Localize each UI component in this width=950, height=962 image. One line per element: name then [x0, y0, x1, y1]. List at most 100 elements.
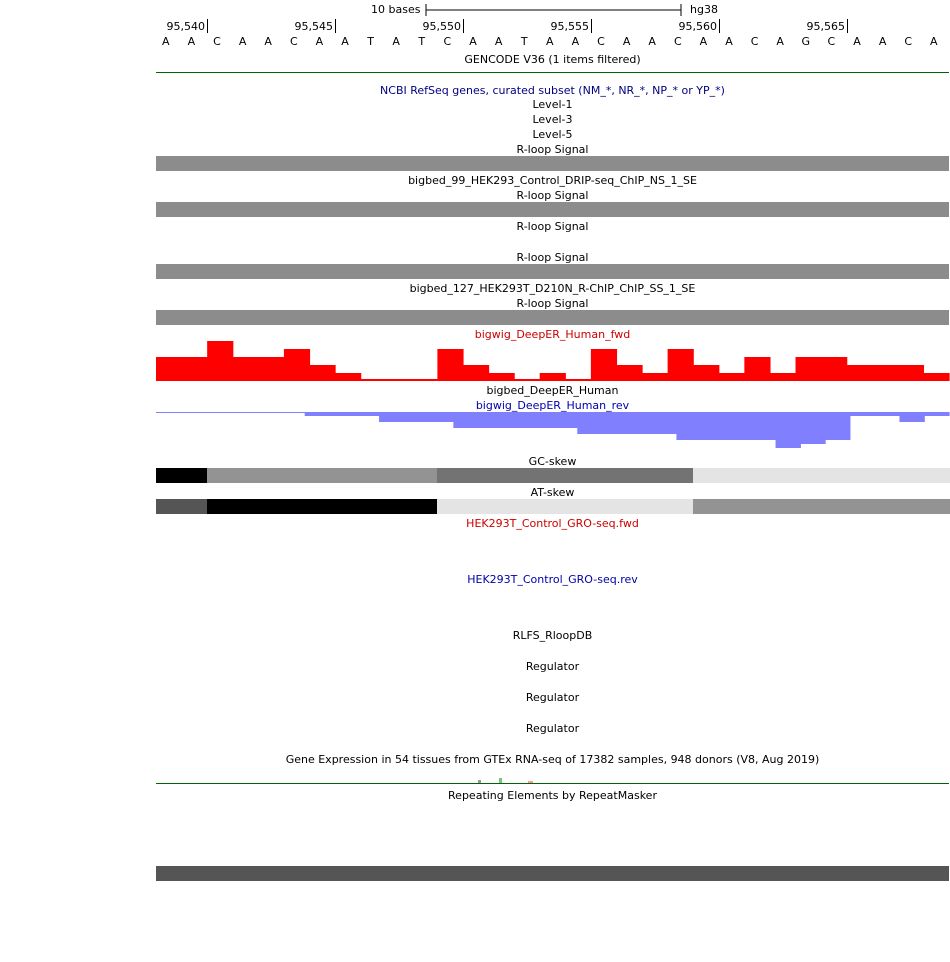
rloop-signal-2-bar[interactable]	[156, 202, 949, 217]
deeper-fwd-bar	[667, 349, 694, 381]
at-skew-segment	[667, 499, 694, 514]
at-skew-segment	[693, 499, 720, 514]
rlfs-track-label[interactable]: RLFS_RloopDB	[512, 629, 593, 642]
gc-skew-segment	[590, 468, 618, 483]
rloop-signal-2-label[interactable]: R-loop Signal	[516, 189, 589, 202]
at-skew-segment	[565, 499, 592, 514]
regulator-1-track-label[interactable]: Regulator	[525, 660, 580, 673]
position-tick-mark	[335, 19, 336, 33]
deeper-rev-bar	[156, 412, 182, 413]
sequence-base: C	[289, 35, 298, 48]
at-skew-segment	[514, 499, 541, 514]
position-tick-label: 95,560	[678, 20, 718, 33]
level1-track-label[interactable]: Level-1	[532, 98, 573, 111]
rloop-signal-4-label[interactable]: R-loop Signal	[516, 251, 589, 264]
gc-skew-segment	[207, 468, 234, 483]
deeper-rev-bar	[230, 412, 256, 413]
repeatmasker-bar[interactable]	[156, 866, 949, 881]
repeatmasker-track-label[interactable]: Repeating Elements by RepeatMasker	[448, 789, 657, 802]
at-skew-segment	[232, 499, 259, 514]
deeper-rev-bar	[651, 412, 678, 434]
sequence-base: A	[469, 35, 477, 48]
level3-track-label[interactable]: Level-3	[532, 113, 573, 126]
deeper-bed-track-label[interactable]: bigbed_DeepER_Human	[486, 384, 619, 397]
at-skew-segment	[411, 499, 438, 514]
at-skew-segment	[616, 499, 643, 514]
regulator-3-track-label[interactable]: Regulator	[525, 722, 580, 735]
sequence-base: A	[494, 35, 503, 48]
at-skew-segment	[923, 499, 950, 514]
sequence-base: A	[315, 35, 324, 48]
at-skew-segment	[872, 499, 899, 514]
gc-skew-segment	[872, 468, 899, 483]
deeper-fwd-bar	[642, 373, 669, 381]
at-skew-bar[interactable]	[156, 499, 950, 514]
deeper-fwd-bar	[437, 349, 464, 381]
deeper-fwd-bar	[616, 365, 643, 381]
gro-rev-track-label[interactable]: HEK293T_Control_GRO-seq.rev	[467, 573, 638, 586]
rloop-signal-1-label[interactable]: R-loop Signal	[516, 143, 589, 156]
gc-skew-segment	[923, 468, 950, 483]
deeper-fwd-bar	[795, 357, 822, 381]
sequence-base: T	[418, 35, 426, 48]
deeper-fwd-bar	[718, 373, 745, 381]
deeper-fwd-bar	[590, 349, 618, 381]
at-skew-segment	[821, 499, 848, 514]
level5-track-label[interactable]: Level-5	[532, 128, 573, 141]
gro-fwd-track-label[interactable]: HEK293T_Control_GRO-seq.fwd	[466, 517, 639, 530]
sequence-base: C	[904, 35, 913, 48]
at-skew-segment	[156, 499, 183, 514]
at-skew-segment	[181, 499, 208, 514]
at-skew-track-label[interactable]: AT-skew	[530, 486, 575, 499]
at-skew-segment	[283, 499, 311, 514]
bigbed127-track-label[interactable]: bigbed_127_HEK293T_D210N_R-ChIP_ChIP_SS_…	[409, 282, 696, 295]
rloop-signal-1-bar[interactable]	[156, 156, 949, 171]
gc-skew-segment	[462, 468, 490, 483]
deeper-rev-bar	[849, 412, 876, 416]
sequence-base: C	[213, 35, 221, 48]
deeper-fwd-track-label[interactable]: bigwig_DeepER_Human_fwd	[474, 328, 631, 341]
gc-skew-segment	[514, 468, 541, 483]
at-skew-segment	[642, 499, 669, 514]
deeper-fwd-bar	[539, 373, 566, 381]
at-skew-segment	[207, 499, 234, 514]
rloop-signal-3-label[interactable]: R-loop Signal	[516, 220, 589, 233]
at-skew-segment	[795, 499, 822, 514]
deeper-rev-bar	[453, 412, 479, 428]
gtex-track-label[interactable]: Gene Expression in 54 tissues from GTEx …	[285, 753, 820, 766]
rloop-signal-5-label[interactable]: R-loop Signal	[516, 297, 589, 310]
gc-skew-track-label[interactable]: GC-skew	[528, 455, 577, 468]
sequence-base: A	[853, 35, 861, 48]
sequence-base: A	[699, 35, 708, 48]
gc-skew-segment	[693, 468, 720, 483]
deeper-rev-bar	[602, 412, 628, 434]
gencode-track-label[interactable]: GENCODE V36 (1 items filtered)	[464, 53, 641, 66]
deeper-rev-track-label[interactable]: bigwig_DeepER_Human_rev	[475, 399, 630, 412]
sequence-base: G	[801, 35, 811, 48]
rloop-signal-5-bar[interactable]	[156, 310, 949, 325]
deeper-rev-bar	[329, 412, 355, 416]
refseq-track-label[interactable]: NCBI RefSeq genes, curated subset (NM_*,…	[380, 84, 725, 97]
bigbed99-track-label[interactable]: bigbed_99_HEK293_Control_DRIP-seq_ChIP_N…	[408, 174, 697, 187]
regulator-2-track-label[interactable]: Regulator	[525, 691, 580, 704]
at-skew-segment	[360, 499, 387, 514]
sequence-base: C	[673, 35, 682, 48]
gencode-track-line	[156, 72, 949, 73]
deeper-fwd-bar	[156, 357, 183, 381]
rloop-signal-4-bar[interactable]	[156, 264, 949, 279]
sequence-base: A	[187, 35, 196, 48]
deeper-rev-bar	[701, 412, 727, 440]
gc-skew-segment	[821, 468, 848, 483]
deeper-rev-bar	[750, 412, 777, 440]
gc-skew-bar[interactable]	[156, 468, 950, 483]
at-skew-segment	[769, 499, 797, 514]
position-tick-label: 95,550	[422, 20, 462, 33]
gc-skew-segment	[488, 468, 515, 483]
deeper-rev-bar	[775, 412, 801, 448]
deeper-fwd-bar	[335, 373, 362, 381]
sequence-base: A	[622, 35, 631, 48]
sequence-base: C	[827, 35, 836, 48]
